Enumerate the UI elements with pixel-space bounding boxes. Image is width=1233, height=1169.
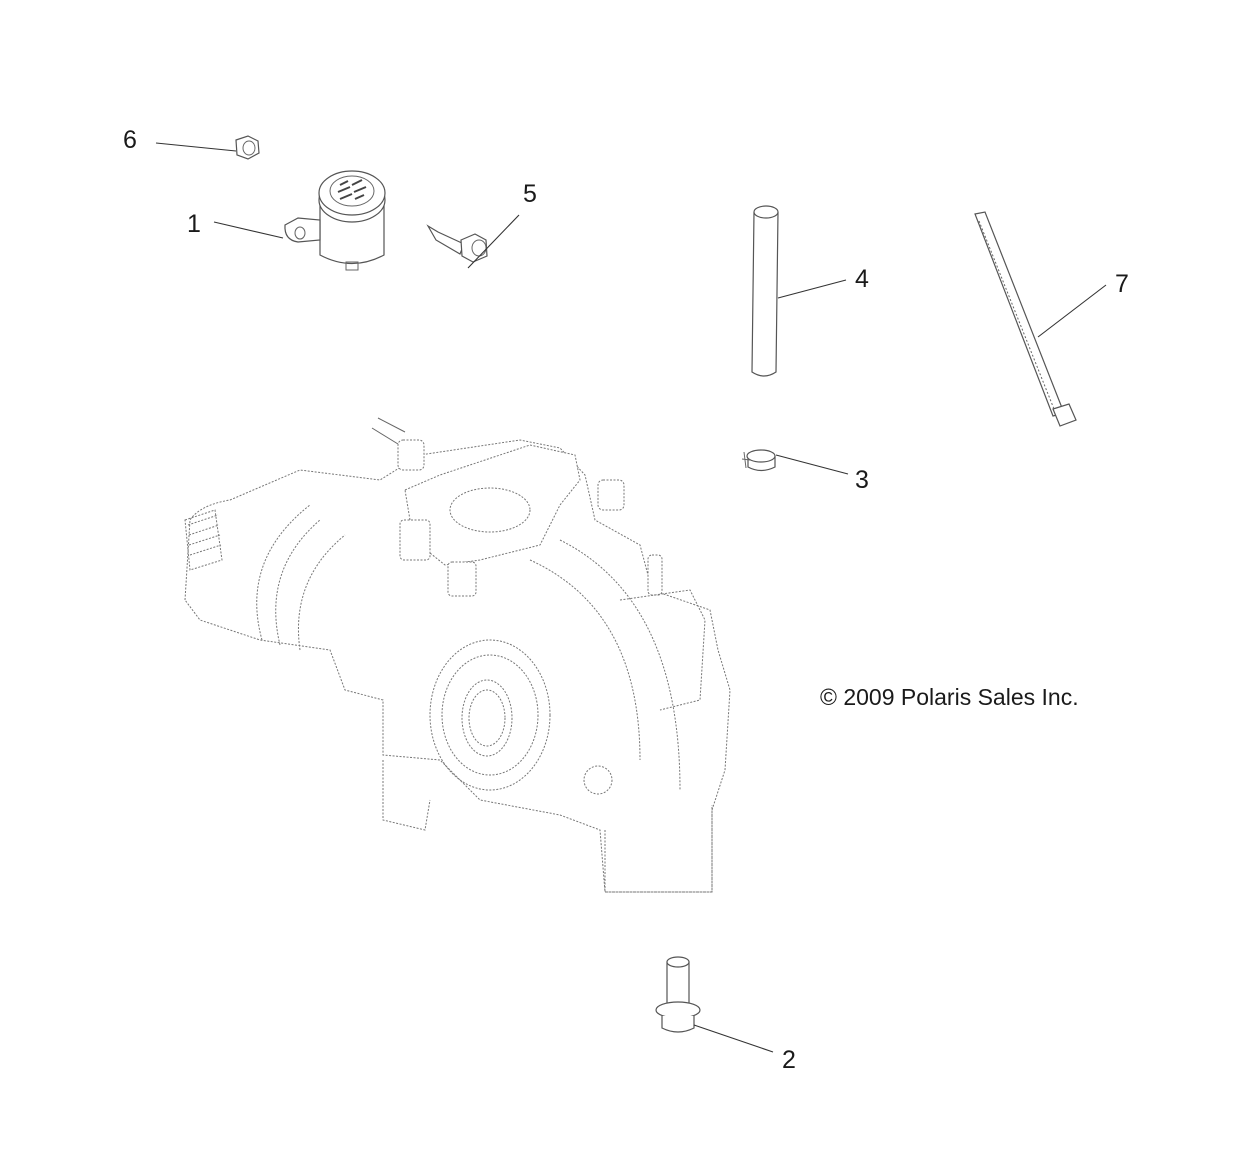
part-5-screw: 5 bbox=[426, 180, 537, 269]
callout-3: 3 bbox=[855, 466, 869, 494]
leader-6 bbox=[155, 142, 237, 152]
part-4-hose: 4 bbox=[751, 205, 869, 377]
callout-7: 7 bbox=[1115, 270, 1129, 298]
callout-5: 5 bbox=[523, 180, 537, 208]
part-1-reservoir: 1 bbox=[187, 170, 386, 271]
leader-7 bbox=[1037, 284, 1107, 338]
copyright-notice: © 2009 Polaris Sales Inc. bbox=[820, 684, 1079, 710]
part-7-cable-tie: 7 bbox=[974, 211, 1129, 427]
callout-2: 2 bbox=[782, 1046, 796, 1074]
callout-1: 1 bbox=[187, 210, 201, 238]
leader-3 bbox=[775, 454, 849, 475]
part-3-hose-clamp: 3 bbox=[741, 449, 869, 494]
leader-2 bbox=[693, 1024, 774, 1053]
leader-1 bbox=[213, 221, 284, 239]
leader-5 bbox=[467, 214, 520, 269]
part-6-nut: 6 bbox=[123, 126, 260, 160]
leader-4 bbox=[777, 279, 847, 299]
transmission-housing bbox=[184, 417, 731, 893]
callout-6: 6 bbox=[123, 126, 137, 154]
part-2-flange-bolt: 2 bbox=[655, 956, 796, 1074]
callout-4: 4 bbox=[855, 265, 869, 293]
